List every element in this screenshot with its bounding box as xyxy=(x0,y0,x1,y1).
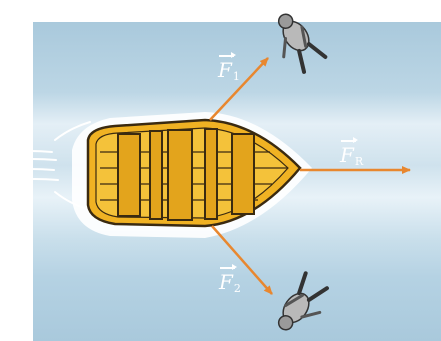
force-label-f1-subscript: 1 xyxy=(233,70,240,83)
force-label-f1-symbol: F xyxy=(218,60,232,80)
force-label-fr: FR xyxy=(340,145,363,167)
force-label-f2-subscript: 2 xyxy=(234,282,241,295)
force-label-fr-subscript: R xyxy=(355,155,363,168)
force-label-fr-symbol: F xyxy=(340,145,354,165)
force-label-f1: F1 xyxy=(218,60,240,82)
force-label-f2-symbol: F xyxy=(219,272,233,292)
force-label-f2: F2 xyxy=(219,272,241,294)
